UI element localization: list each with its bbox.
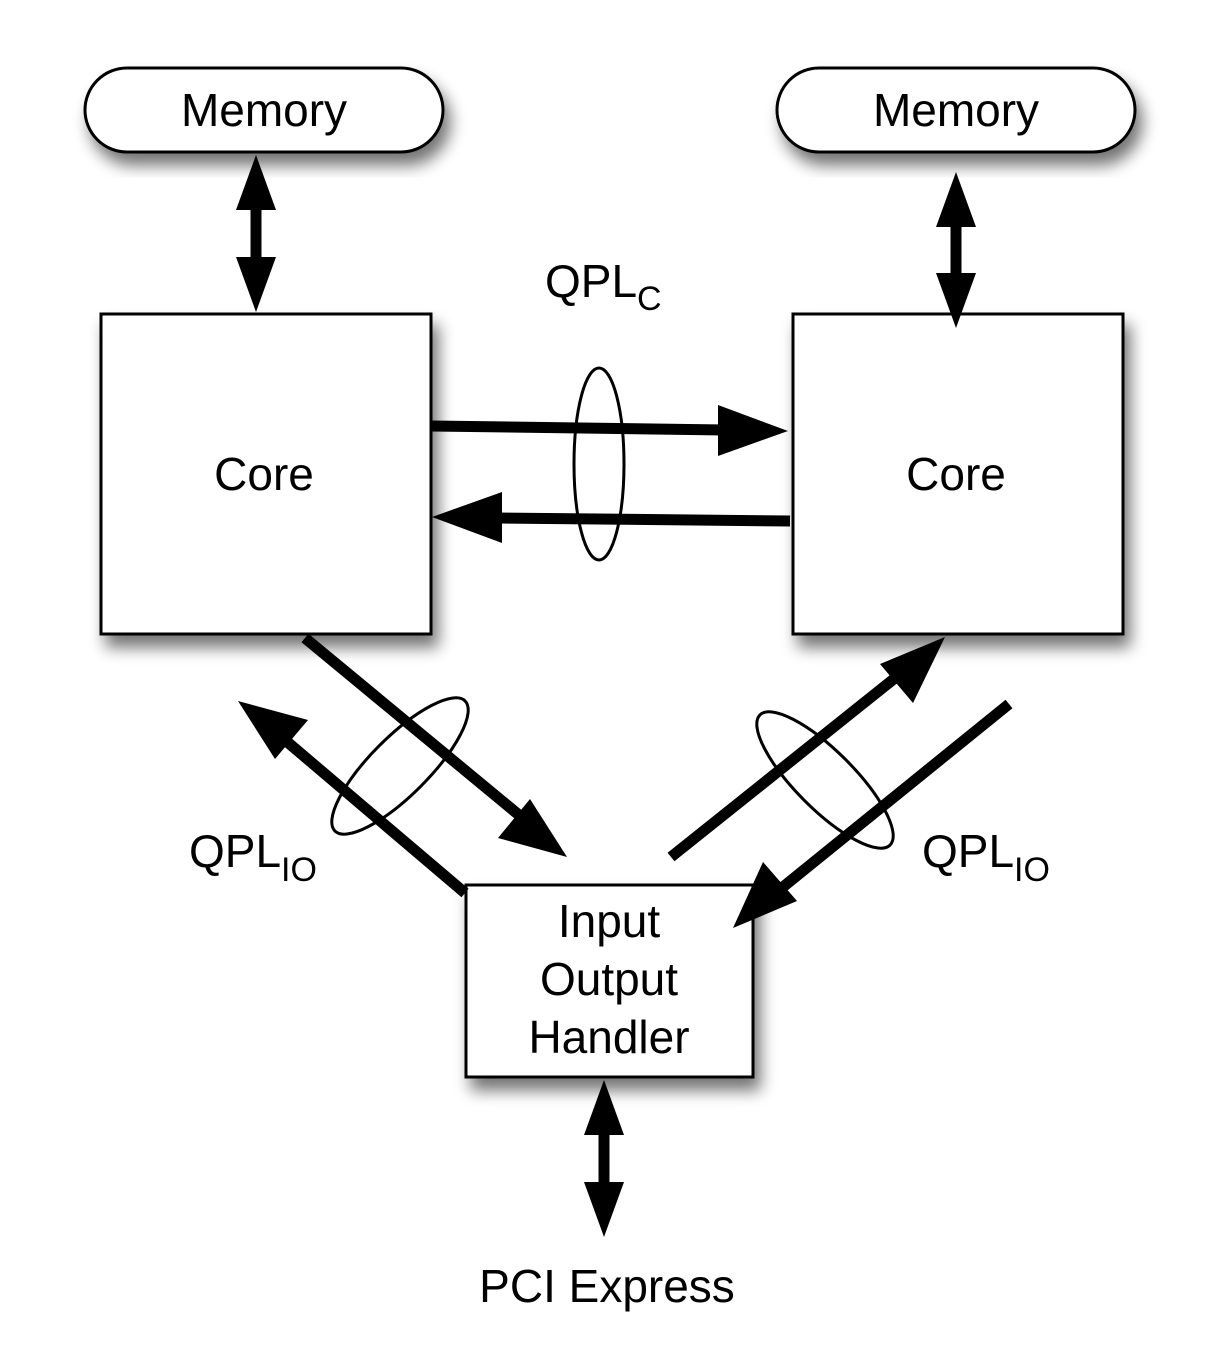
memory-left-node: Memory	[83, 66, 445, 154]
ioh-to-core-right-arrow	[667, 637, 945, 862]
upper-right-to-ioh-arrow	[733, 699, 1013, 928]
io-handler-line3: Handler	[528, 1011, 689, 1063]
core-left-to-right-arrow	[430, 405, 788, 456]
core-right-to-left-arrow	[432, 492, 791, 543]
memory-core-left-arrow	[236, 155, 276, 312]
pci-express-label: PCI Express	[479, 1260, 735, 1312]
qpl-io-right-label: QPLIO	[922, 825, 1050, 889]
memory-right-node: Memory	[775, 66, 1137, 154]
qpl-c-link-ring	[572, 366, 626, 562]
ioh-to-upper-left-arrow	[238, 701, 469, 898]
io-handler-node: Input Output Handler	[464, 883, 755, 1079]
ioh-pci-arrow	[584, 1080, 624, 1237]
memory-right-label: Memory	[873, 84, 1039, 136]
qpl-io-right-link-ring	[755, 710, 895, 850]
core-left-node: Core	[99, 312, 433, 636]
core-right-label: Core	[906, 448, 1006, 500]
io-handler-line2: Output	[540, 953, 678, 1005]
core-right-node: Core	[791, 312, 1125, 636]
memory-core-right-arrow	[936, 172, 976, 328]
core-left-to-ioh-arrow	[301, 633, 567, 857]
qpl-io-left-label: QPLIO	[189, 825, 317, 889]
memory-left-label: Memory	[181, 84, 347, 136]
core-left-label: Core	[214, 448, 314, 500]
qpl-c-label: QPLC	[545, 255, 662, 318]
qpl-io-left-link-ring	[330, 696, 470, 836]
io-handler-line1: Input	[558, 895, 661, 947]
